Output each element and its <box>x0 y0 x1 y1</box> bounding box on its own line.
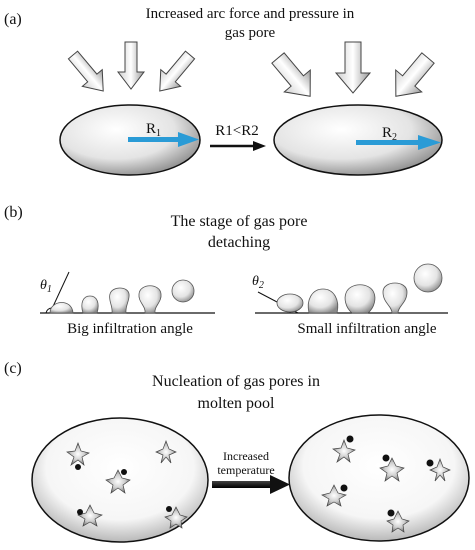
pore-cluster-left-3 <box>105 469 131 494</box>
pore-cluster-left-4 <box>77 504 103 527</box>
pore-cluster-left-2 <box>155 440 177 464</box>
bubble-stage-3-right <box>344 284 376 314</box>
radius-arrow-r2 <box>356 135 441 150</box>
radius-arrow-r1 <box>128 132 199 147</box>
bubble-stage-2-left <box>81 295 99 314</box>
r2-subscript: 2 <box>392 132 397 143</box>
panel-b-label: (b) <box>4 204 23 221</box>
pore-cluster-right-5 <box>386 509 410 533</box>
bubble-stage-1-left <box>49 302 74 314</box>
bubble-stage-5-right <box>413 263 443 293</box>
arrow-label-line1: Increased <box>223 449 269 463</box>
bubble-stage-4-left <box>138 285 162 314</box>
pore-cluster-left-1 <box>66 442 90 470</box>
panel-a-title-line1: Increased arc force and pressure in <box>146 6 355 22</box>
panel-c-label: (c) <box>4 360 22 377</box>
comparison-arrow <box>210 141 266 151</box>
bubble-stage-3-left <box>109 287 130 314</box>
arrow-label-line2: temperature <box>217 463 274 477</box>
molten-pool-right <box>288 414 470 542</box>
pressure-arrow-small-right <box>159 50 196 92</box>
pressure-arrow-small-left <box>67 50 104 92</box>
theta2-label: θ2 <box>252 274 264 291</box>
bubble-stage-5-left <box>171 279 195 303</box>
panel-b-title-line1: The stage of gas pore <box>171 213 308 230</box>
bubble-stage-4-right <box>382 282 408 314</box>
radius-comparison-label: R1<R2 <box>215 123 258 139</box>
pore-cluster-left-5 <box>164 506 188 529</box>
pore-cluster-right-1 <box>332 435 356 463</box>
theta1-subscript: 1 <box>47 284 52 295</box>
r2-label: R2 <box>382 125 397 143</box>
pressure-arrow-large-left <box>271 52 311 97</box>
panel-a-title-line2: gas pore <box>225 25 276 41</box>
theta1-label: θ1 <box>40 278 52 295</box>
panel-c-title-line2: molten pool <box>198 395 275 412</box>
caption-big-angle: Big infiltration angle <box>67 321 193 337</box>
caption-small-angle: Small infiltration angle <box>297 321 436 337</box>
bubble-stage-2-right <box>307 288 339 314</box>
r1-subscript: 1 <box>156 128 161 139</box>
panel-c-title-line1: Nucleation of gas pores in <box>152 373 320 390</box>
bubble-stage-1-right <box>276 293 304 313</box>
pressure-arrow-small-center <box>116 41 146 90</box>
increased-temperature-arrow <box>212 475 290 494</box>
theta2-subscript: 2 <box>259 280 264 291</box>
pressure-arrow-large-right <box>395 52 435 97</box>
pressure-arrow-large-center <box>334 41 372 94</box>
panel-b-title-line2: detaching <box>208 234 270 251</box>
pore-cluster-right-4 <box>321 484 348 507</box>
pore-cluster-right-3 <box>426 458 451 482</box>
pore-cluster-right-2 <box>379 454 405 482</box>
r1-label: R1 <box>146 121 161 139</box>
panel-a-label: (a) <box>4 11 22 28</box>
